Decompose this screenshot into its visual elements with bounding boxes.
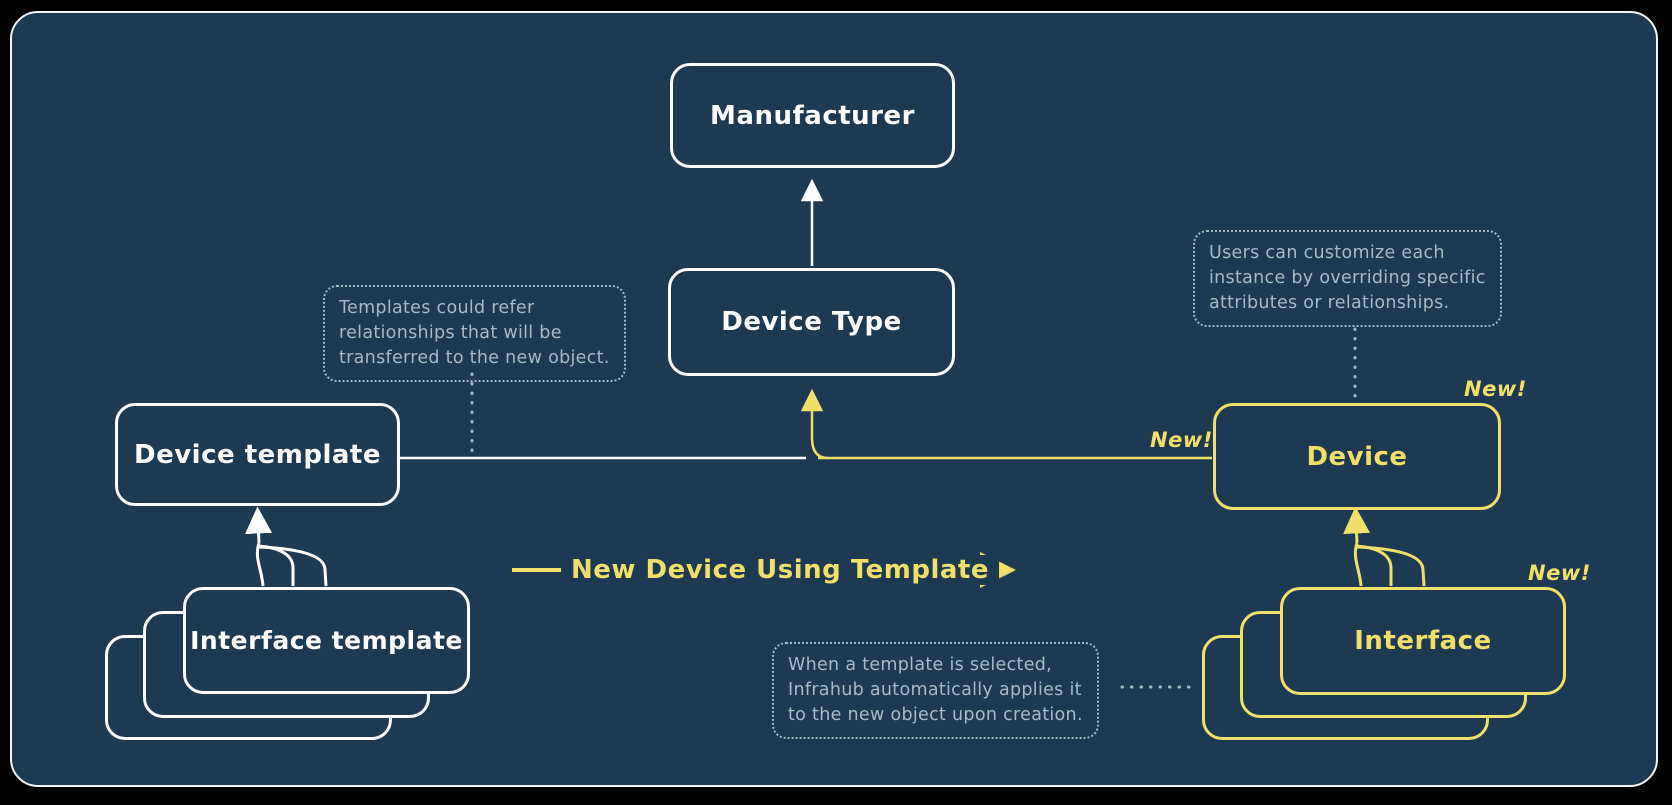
new-badge-interface: New! [1528, 561, 1591, 585]
node-device-type: Device Type [668, 268, 955, 376]
note-customize: Users can customize each instance by ove… [1193, 230, 1502, 327]
node-device-label: Device [1306, 441, 1408, 472]
node-interface-label: Interface [1354, 626, 1492, 656]
node-device-template: Device template [115, 403, 400, 506]
node-device: Device [1213, 403, 1501, 510]
new-badge-device-left: New! [1150, 428, 1213, 452]
flow-label: New Device Using Template [561, 555, 999, 585]
note-apply: When a template is selected, Infrahub au… [772, 642, 1099, 739]
node-interface-template: Interface template [183, 587, 470, 694]
new-badge-device-top: New! [1464, 377, 1527, 401]
node-device-type-label: Device Type [721, 307, 902, 337]
node-interface-template-label: Interface template [190, 626, 463, 655]
node-manufacturer-label: Manufacturer [710, 100, 915, 131]
note-templates: Templates could refer relationships that… [323, 285, 626, 382]
node-interface: Interface [1280, 587, 1566, 695]
node-manufacturer: Manufacturer [670, 63, 955, 168]
node-device-template-label: Device template [134, 439, 381, 470]
